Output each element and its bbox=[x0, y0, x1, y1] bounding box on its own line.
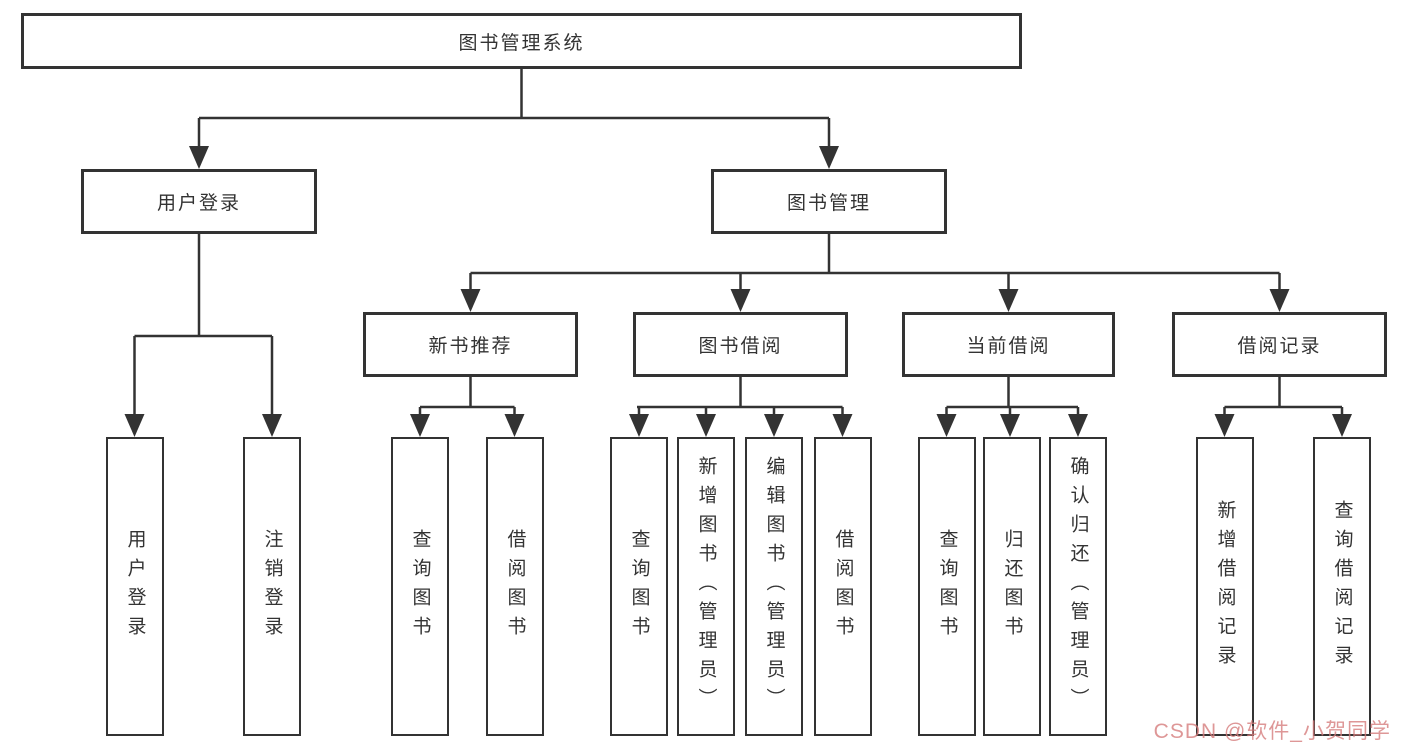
connector-book-borrow bbox=[637, 377, 844, 430]
connector-arrowheads bbox=[124, 146, 1352, 437]
arrowhead bbox=[504, 414, 525, 437]
node-label: 查询图书 bbox=[409, 528, 431, 645]
arrowhead bbox=[1269, 289, 1290, 312]
node-label: 查询图书 bbox=[936, 528, 958, 645]
arrowhead bbox=[730, 289, 751, 312]
node-label: 当前借阅 bbox=[966, 336, 1051, 357]
arrowhead bbox=[1068, 414, 1088, 437]
leaf-query-books-current: 查询图书 bbox=[918, 437, 976, 736]
arrowhead bbox=[764, 414, 784, 437]
node-label: 图书管理 bbox=[786, 193, 871, 214]
node-label: 借阅图书 bbox=[832, 528, 854, 645]
leaf-confirm-return-admin: 确认归还（管理员） bbox=[1049, 437, 1107, 736]
arrowhead bbox=[124, 414, 145, 437]
leaf-borrow-books-recommend: 借阅图书 bbox=[486, 437, 544, 736]
arrowhead bbox=[998, 289, 1019, 312]
node-label: 查询图书 bbox=[628, 528, 650, 645]
arrowhead bbox=[696, 414, 716, 437]
node-borrow-records: 借阅记录 bbox=[1172, 312, 1387, 377]
node-root: 图书管理系统 bbox=[21, 13, 1022, 69]
node-label: 注销登录 bbox=[261, 528, 283, 645]
node-label: 新书推荐 bbox=[428, 336, 513, 357]
node-current-borrow: 当前借阅 bbox=[902, 312, 1115, 377]
node-label: 确认归还（管理员） bbox=[1067, 456, 1089, 717]
arrowhead bbox=[832, 414, 853, 437]
node-label: 编辑图书（管理员） bbox=[763, 456, 785, 717]
arrowhead bbox=[262, 414, 282, 437]
node-label: 借阅记录 bbox=[1237, 336, 1322, 357]
node-label: 用户登录 bbox=[124, 528, 146, 645]
leaf-edit-book-admin: 编辑图书（管理员） bbox=[745, 437, 803, 736]
arrowhead bbox=[936, 414, 957, 437]
leaf-add-book-admin: 新增图书（管理员） bbox=[677, 437, 735, 736]
node-book-management: 图书管理 bbox=[711, 169, 947, 234]
arrowhead bbox=[1332, 414, 1352, 437]
leaf-query-borrow-record: 查询借阅记录 bbox=[1313, 437, 1371, 736]
node-user-login: 用户登录 bbox=[81, 169, 317, 234]
node-label: 归还图书 bbox=[1001, 528, 1023, 645]
arrowhead bbox=[1000, 414, 1020, 437]
arrowhead bbox=[629, 414, 649, 437]
connector-new-book-recommend bbox=[418, 377, 516, 430]
connector-user-login bbox=[133, 234, 274, 430]
leaf-query-books-borrow: 查询图书 bbox=[610, 437, 668, 736]
node-label: 图书借阅 bbox=[698, 336, 783, 357]
node-label: 新增图书（管理员） bbox=[695, 456, 717, 717]
connector-borrow-records bbox=[1223, 377, 1344, 430]
node-new-book-recommend: 新书推荐 bbox=[363, 312, 578, 377]
leaf-logout-login: 注销登录 bbox=[243, 437, 301, 736]
csdn-watermark: CSDN @软件_小贺同学 bbox=[1153, 720, 1391, 743]
leaf-query-books-recommend: 查询图书 bbox=[391, 437, 449, 736]
arrowhead bbox=[819, 146, 839, 169]
leaf-add-borrow-record: 新增借阅记录 bbox=[1196, 437, 1254, 736]
leaf-return-book: 归还图书 bbox=[983, 437, 1041, 736]
leaf-user-login: 用户登录 bbox=[106, 437, 164, 736]
node-label: 查询借阅记录 bbox=[1331, 499, 1353, 674]
connector-book-management bbox=[469, 234, 1281, 305]
leaf-borrow-books-borrow: 借阅图书 bbox=[814, 437, 872, 736]
arrowhead bbox=[410, 414, 430, 437]
node-label: 借阅图书 bbox=[504, 528, 526, 645]
node-label: 用户登录 bbox=[156, 193, 241, 214]
connector-root bbox=[197, 69, 831, 162]
arrowhead bbox=[1214, 414, 1235, 437]
node-label: 图书管理系统 bbox=[458, 32, 585, 54]
node-label: 新增借阅记录 bbox=[1214, 499, 1236, 674]
node-book-borrow: 图书借阅 bbox=[633, 312, 848, 377]
arrowhead bbox=[460, 289, 481, 312]
arrowhead bbox=[189, 146, 209, 169]
